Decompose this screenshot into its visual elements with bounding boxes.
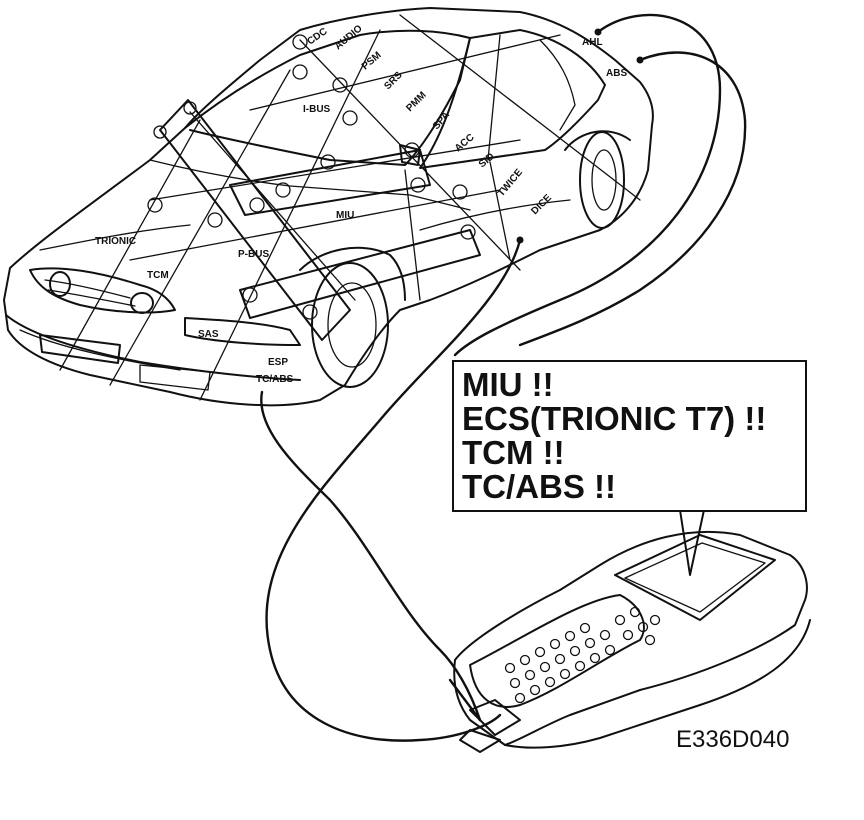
scan-tool bbox=[448, 509, 811, 753]
label-psm: PSM bbox=[360, 50, 384, 72]
figure-id: E336D040 bbox=[676, 726, 790, 753]
callout-line-ecs: ECS(TRIONIC T7) !! bbox=[462, 400, 767, 437]
label-ahl: AHL bbox=[582, 37, 603, 48]
callout-line-tcm: TCM !! bbox=[462, 434, 565, 471]
bus-puzzle-strip bbox=[147, 34, 481, 341]
label-sas: SAS bbox=[198, 329, 219, 340]
label-acc: ACC bbox=[453, 132, 477, 154]
label-tcm: TCM bbox=[147, 270, 169, 281]
label-ibus: I-BUS bbox=[303, 104, 331, 115]
callout-line-tcabs: TC/ABS !! bbox=[462, 468, 616, 505]
label-twice: TWICE bbox=[496, 167, 525, 199]
label-pbus: P-BUS bbox=[238, 249, 269, 260]
callout-line-miu: MIU !! bbox=[462, 366, 554, 403]
module-labels: CDC AUDIO PSM SRS AHL ABS I-BUS PMM SPA … bbox=[95, 23, 627, 385]
car-outline bbox=[3, 7, 654, 407]
label-miu: MIU bbox=[336, 210, 354, 221]
label-esp: ESP bbox=[268, 357, 288, 368]
diagnostic-cables bbox=[260, 13, 747, 742]
label-sid: SID bbox=[477, 151, 497, 170]
label-trionic: TRIONIC bbox=[95, 236, 136, 247]
label-tcabs: TC/ABS bbox=[256, 374, 294, 385]
error-callout: MIU !! ECS(TRIONIC T7) !! TCM !! TC/ABS … bbox=[452, 360, 807, 512]
label-abs: ABS bbox=[606, 68, 627, 79]
keypad bbox=[504, 606, 661, 704]
label-cdc: CDC bbox=[305, 26, 329, 47]
label-pmm: PMM bbox=[404, 90, 428, 114]
label-dice: DICE bbox=[529, 192, 554, 217]
label-audio: AUDIO bbox=[333, 23, 365, 52]
